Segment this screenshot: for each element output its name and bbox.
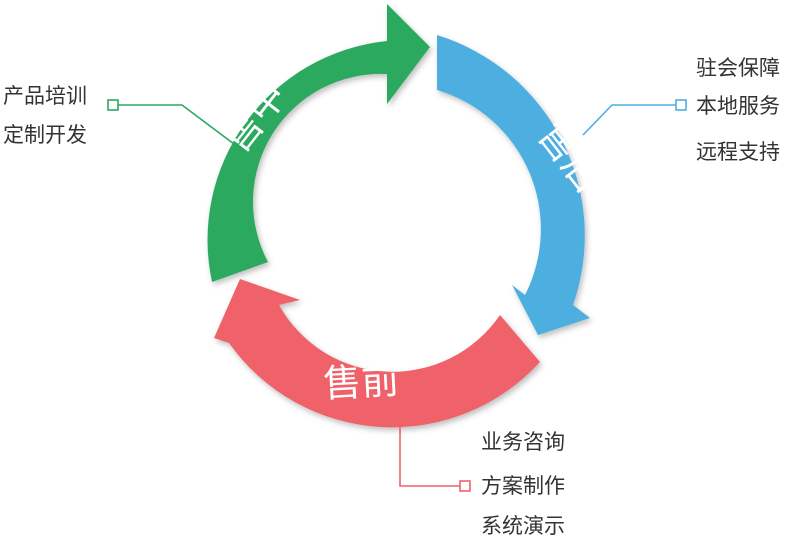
pre-sales-item-2: 方案制作 <box>481 474 565 498</box>
after-sales-arrow <box>437 35 590 335</box>
pre-sales-node <box>459 480 471 492</box>
in-sales-item-2: 定制开发 <box>3 123 87 147</box>
in-sales-connector <box>113 104 243 151</box>
in-sales-item-1: 产品培训 <box>3 84 87 108</box>
pre-sales-item-1: 业务咨询 <box>481 430 565 454</box>
after-sales-item-3: 远程支持 <box>696 140 780 164</box>
after-sales-item-2: 本地服务 <box>696 94 780 118</box>
pre-sales-item-3: 系统演示 <box>481 514 565 538</box>
after-sales-item-1: 驻会保障 <box>696 56 780 80</box>
in-sales-arrow <box>207 4 430 282</box>
pre-sales-arrow <box>214 279 540 428</box>
in-sales-node <box>107 99 119 111</box>
pre-sales-connector <box>399 420 463 487</box>
after-sales-node <box>675 99 687 111</box>
pre-sales-label: 售前 <box>322 358 400 406</box>
after-sales-connector <box>582 104 681 136</box>
